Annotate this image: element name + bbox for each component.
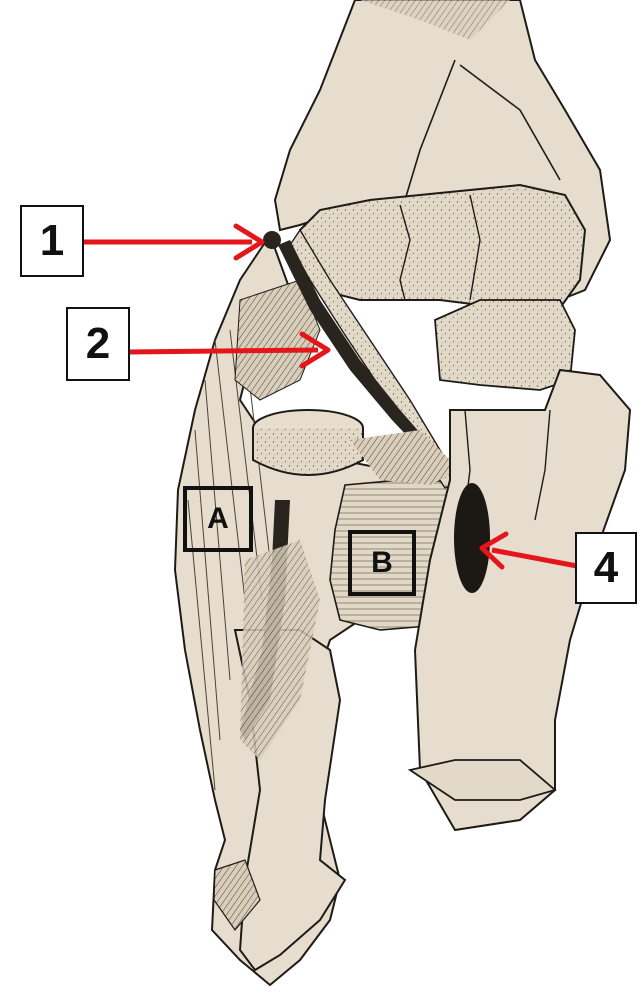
- label-1: 1: [20, 205, 84, 277]
- arrow-1: [82, 226, 262, 258]
- radial-head-body: [253, 428, 363, 475]
- humeral-condyle: [300, 185, 585, 315]
- label-b: B: [348, 530, 416, 596]
- coronoid-block: [435, 300, 575, 390]
- marker-1-dot: [263, 231, 281, 249]
- label-2: 2: [66, 307, 130, 381]
- label-4: 4: [575, 532, 637, 604]
- label-a: A: [183, 486, 253, 552]
- dark-lesion-region: [454, 483, 490, 593]
